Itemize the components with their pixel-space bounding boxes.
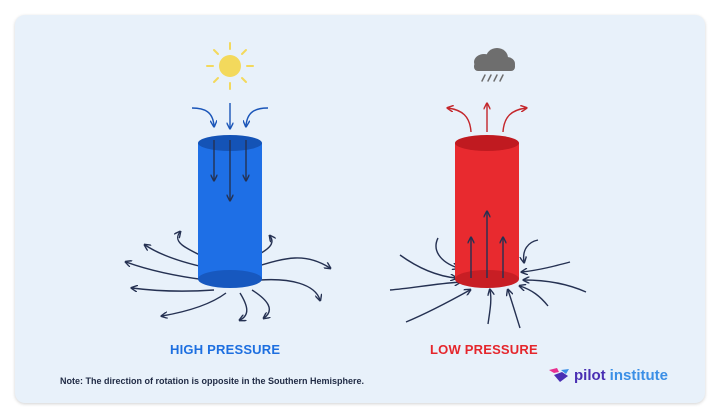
rain-cloud-icon	[474, 48, 515, 82]
pilot-institute-logo-icon	[549, 368, 569, 382]
high-pressure-label: HIGH PRESSURE	[170, 342, 281, 357]
hemisphere-note: Note: The direction of rotation is oppos…	[60, 376, 365, 386]
low-ascending-arrows	[471, 212, 503, 278]
low-pressure-label: LOW PRESSURE	[430, 342, 538, 357]
diagram-card	[15, 15, 705, 403]
low-outflow-arrows	[448, 104, 526, 133]
high-outflow-arrows	[126, 232, 330, 320]
high-descending-arrows	[214, 140, 246, 200]
logo-text-institute: institute	[609, 366, 668, 384]
high-inflow-arrows	[191, 103, 269, 128]
logo-text-pilot: pilot	[574, 366, 606, 384]
low-inflow-arrows	[389, 237, 587, 329]
sun-icon	[206, 42, 254, 90]
